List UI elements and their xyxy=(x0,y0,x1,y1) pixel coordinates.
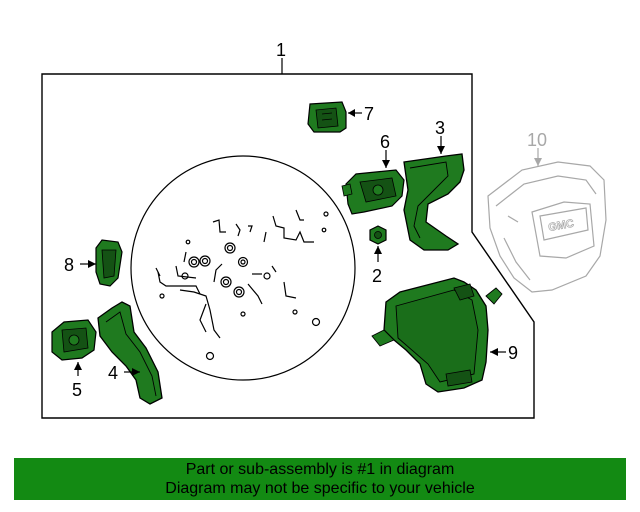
part-3-bezel xyxy=(403,153,465,251)
arrow-8 xyxy=(88,260,96,268)
callout-10: 10 xyxy=(527,130,547,150)
callout-5: 5 xyxy=(72,380,82,400)
arrow-9 xyxy=(490,348,498,356)
part-8-switch xyxy=(95,239,123,287)
part-9-rear-cover xyxy=(371,277,503,393)
arrow-4 xyxy=(132,368,140,376)
part-2-fastener xyxy=(369,225,387,245)
steering-wheel xyxy=(130,155,356,381)
arrow-10 xyxy=(534,158,542,166)
banner-line-2: Diagram may not be specific to your vehi… xyxy=(165,480,475,497)
part-10-airbag xyxy=(487,161,607,293)
callout-2: 2 xyxy=(372,266,382,286)
part-6-switch xyxy=(341,169,405,215)
callout-9: 9 xyxy=(508,343,518,363)
callout-3: 3 xyxy=(435,118,445,138)
callout-7: 7 xyxy=(364,104,374,124)
arrow-6 xyxy=(382,160,390,168)
info-banner: Part or sub-assembly is #1 in diagram Di… xyxy=(14,458,626,500)
callout-8: 8 xyxy=(64,255,74,275)
arrow-5 xyxy=(74,362,82,370)
airbag-badge: GMC xyxy=(547,218,574,234)
assembly-frame xyxy=(41,73,535,419)
callout-6: 6 xyxy=(380,132,390,152)
arrow-7 xyxy=(348,109,355,117)
part-7-switch xyxy=(307,101,347,133)
parts-diagram: 1 xyxy=(41,40,607,419)
part-5-switch xyxy=(51,319,97,361)
arrow-2 xyxy=(374,246,382,254)
banner-line-1: Part or sub-assembly is #1 in diagram xyxy=(185,461,455,478)
callout-4: 4 xyxy=(108,363,118,383)
part-4-bezel xyxy=(97,301,163,405)
callout-1: 1 xyxy=(276,40,286,60)
arrow-3 xyxy=(437,146,445,154)
